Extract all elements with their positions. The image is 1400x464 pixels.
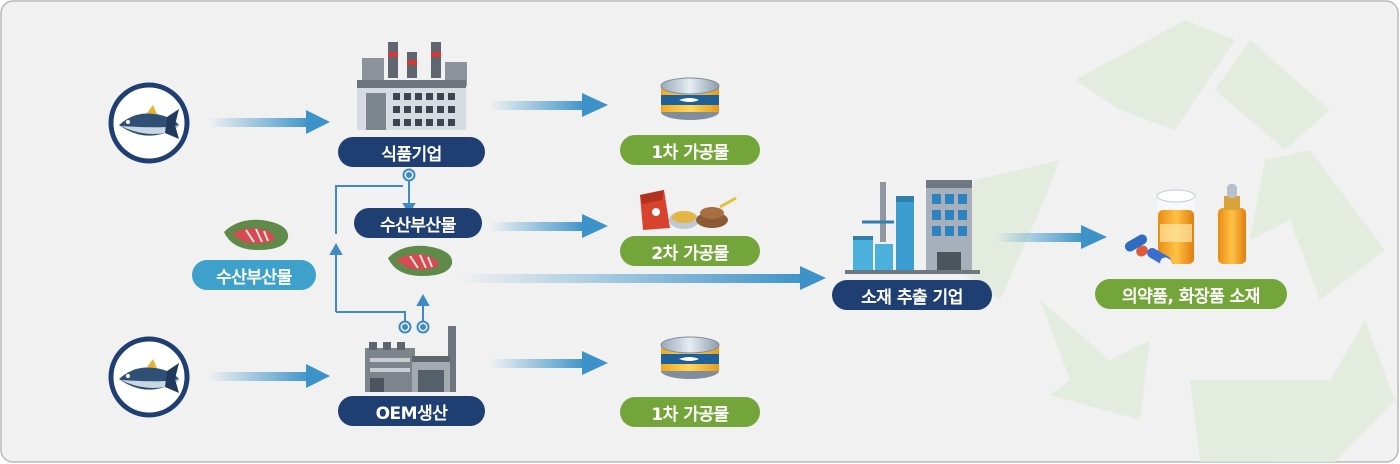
recycle-watermark-icon [945, 20, 1395, 462]
tuna-fish-icon [108, 82, 190, 164]
tuna-can-icon [660, 77, 720, 120]
extraction-company-label: 소재 추출 기업 [832, 280, 992, 310]
primary-product-label-bottom: 1차 가공물 [620, 397, 760, 427]
byproduct-label-top: 수산부산물 [354, 208, 482, 238]
arrow-food-company-to-primary [490, 93, 608, 117]
oem-factory-icon [365, 326, 456, 392]
food-company-label: 식품기업 [338, 137, 485, 167]
arrow-byproduct-to-secondary [490, 214, 608, 238]
fish-byproduct-icon [224, 219, 289, 250]
arrow-byproduct-to-extraction [460, 266, 826, 290]
food-factory-icon [357, 42, 467, 130]
arrow-extraction-to-pharma [995, 225, 1107, 249]
secondary-product-label: 2차 가공물 [620, 236, 760, 266]
extraction-plant-icon [845, 180, 980, 274]
byproduct-label-left: 수산부산물 [192, 260, 316, 290]
primary-product-label-top: 1차 가공물 [620, 135, 760, 165]
tuna-can-icon [660, 336, 720, 379]
arrow-fish-to-food-company [208, 110, 330, 134]
fish-byproduct-icon [388, 245, 453, 276]
oem-label: OEM생산 [338, 396, 485, 426]
medicine-icon [1124, 184, 1246, 269]
pharma-cosmetic-label: 의약품, 화장품 소재 [1095, 279, 1287, 309]
arrow-fish-to-oem [208, 364, 330, 388]
arrow-oem-to-primary [490, 351, 608, 375]
tuna-fish-icon [108, 336, 190, 418]
flow-arrows [208, 93, 1107, 388]
pet-food-icon [640, 190, 737, 230]
